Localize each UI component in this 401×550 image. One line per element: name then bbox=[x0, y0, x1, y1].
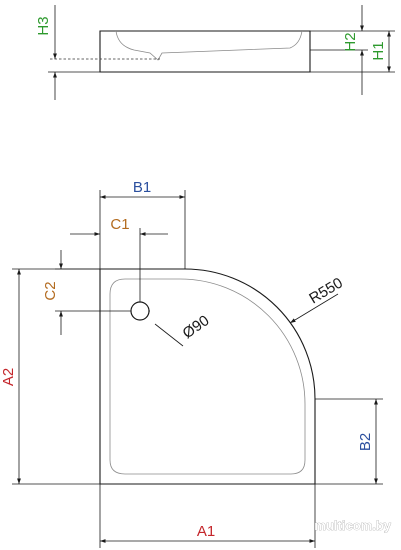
tray-side-basin bbox=[115, 30, 303, 61]
b1-label: B1 bbox=[133, 179, 151, 196]
c2-label: C2 bbox=[42, 281, 59, 300]
h1-label: H1 bbox=[370, 41, 387, 60]
tray-basin-outline bbox=[109, 278, 306, 475]
b2-label: B2 bbox=[357, 433, 374, 451]
tray-outline bbox=[99, 268, 316, 485]
h2-label: H2 bbox=[342, 32, 359, 51]
h3-label: H3 bbox=[35, 16, 52, 35]
watermark: multicom.by bbox=[314, 518, 391, 533]
top-view: B1 C1 C2 Ø90 R550 A2 B2 A1 bbox=[0, 179, 383, 548]
c1-label: C1 bbox=[110, 216, 129, 233]
radius-label: R550 bbox=[306, 274, 345, 307]
drain-icon bbox=[130, 301, 150, 321]
side-view: H3 H2 H1 bbox=[35, 5, 395, 100]
a2-label: A2 bbox=[0, 368, 17, 386]
a1-label: A1 bbox=[197, 523, 215, 540]
radius-leader-line bbox=[289, 293, 339, 324]
drain-leader-line bbox=[154, 323, 184, 347]
